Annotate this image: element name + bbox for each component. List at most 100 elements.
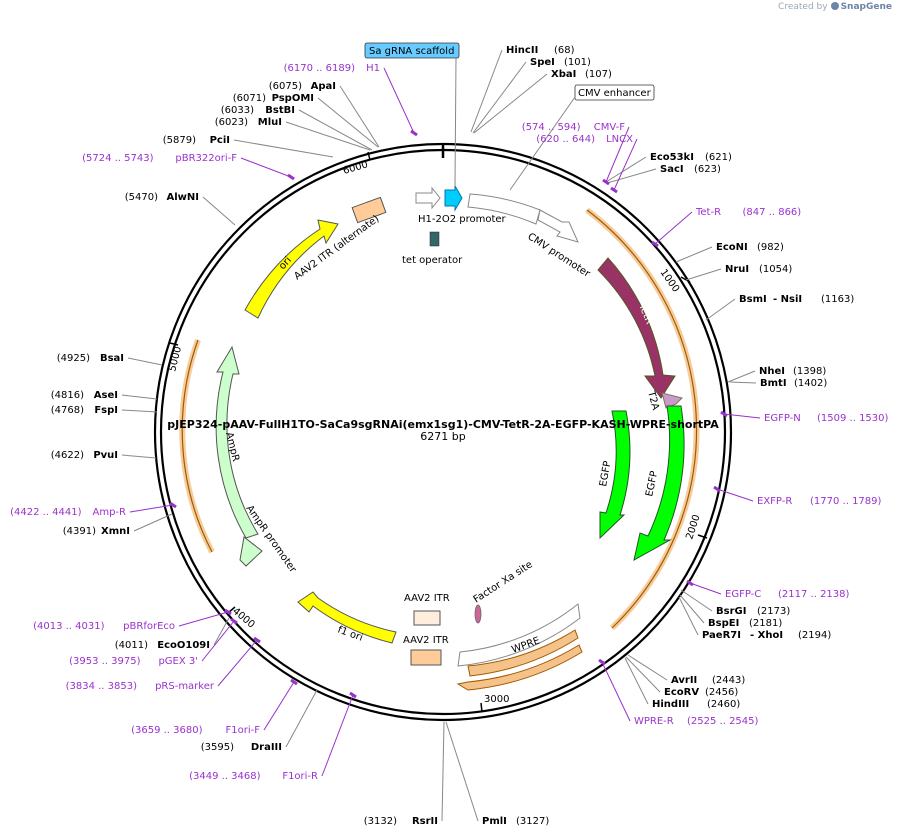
site-position: (982) xyxy=(757,242,784,253)
primer-name: EGFP-C xyxy=(725,589,761,600)
site-ecorv: EcoRV(2456) xyxy=(625,656,738,698)
snapgene-credit: Created by SnapGene xyxy=(778,2,892,12)
credit-prefix: Created by xyxy=(778,2,828,12)
site-position: (4011) xyxy=(115,640,148,651)
site-econi: EcoNI (982) xyxy=(675,242,784,263)
site-fspi: FspI(4768) xyxy=(51,405,158,416)
primer-name: H1 xyxy=(366,63,380,74)
tick-label-5000: 5000 xyxy=(167,345,184,372)
site-position: (3595) xyxy=(201,742,234,753)
feature-sa-gRNA-scaffold-marker xyxy=(444,184,463,212)
primer-name: pRS-marker xyxy=(155,681,215,692)
site-name: PvuI xyxy=(93,450,118,461)
site-position: (1163) xyxy=(821,294,854,305)
site-position: (3132) xyxy=(364,816,397,827)
primer-range: (847 .. 866) xyxy=(743,207,802,218)
site-position: (2181) xyxy=(749,618,782,629)
site-position: (68) xyxy=(554,45,575,56)
feature-h1-2o2-promoter xyxy=(415,186,441,210)
site-name: NruI xyxy=(725,264,749,275)
site-name: HindIII xyxy=(652,699,689,710)
credit-brand: SnapGene xyxy=(840,2,892,12)
feature-wpre-arc-2 xyxy=(456,644,583,691)
feature-tet-operator xyxy=(429,231,440,247)
primer-exfp-r: EXFP-R(1770 .. 1789) xyxy=(713,485,882,507)
primer-name: LNCX xyxy=(606,134,633,145)
feature-ampr-promoter xyxy=(239,536,263,567)
primer-prs-marker: pRS-marker(3834 .. 3853) xyxy=(66,636,261,692)
primer-pbr322ori-f: pBR322ori-F(5724 .. 5743) xyxy=(82,153,295,181)
site-position: (107) xyxy=(585,69,612,80)
feature-egfp-outer xyxy=(633,405,685,561)
tick-label-4000: 4000 xyxy=(230,606,257,631)
site-name: BsaI xyxy=(100,353,124,364)
feature-cmv-enhancer-label: CMV enhancer xyxy=(509,84,655,191)
feature-aav2-itr-alternate xyxy=(351,196,387,224)
feature-tetr xyxy=(597,257,676,399)
site-name: BspEI xyxy=(708,618,739,629)
site-xbai: XbaI (107) xyxy=(473,69,612,134)
primer-range: (4422 .. 4441) xyxy=(10,507,82,518)
site-position: (5470) xyxy=(125,192,158,203)
snapgene-logo-icon xyxy=(830,2,839,10)
site-position: (2194) xyxy=(798,630,831,641)
site-asei: AseI(4816) xyxy=(51,390,158,401)
site-position: (6075) xyxy=(269,81,302,92)
tick-marks xyxy=(169,151,708,713)
primer-tet-r: Tet-R(847 .. 866) xyxy=(651,207,802,248)
primer-range: (1509 .. 1530) xyxy=(817,413,889,424)
site-name: MluI xyxy=(258,117,282,128)
site-position: (2460) xyxy=(707,699,740,710)
site-name-2: - XhoI xyxy=(750,630,783,641)
site-name: BmtI xyxy=(760,378,787,389)
primer-egfp-n: EGFP-N (1509 .. 1530) xyxy=(720,410,889,424)
site-position: (6071) xyxy=(233,93,266,104)
svg-text:CMV enhancer: CMV enhancer xyxy=(578,88,652,99)
site-name: HincII xyxy=(506,45,538,56)
site-name: PspOMI xyxy=(272,93,314,104)
site-bsmi: BsmI- NsiI(1163) xyxy=(705,294,854,321)
highlight-arc-left xyxy=(179,338,215,554)
label-aav2-itr-2: AAV2 ITR xyxy=(403,635,449,646)
site-name: RsrII xyxy=(412,816,438,827)
site-spei: SpeI(101) xyxy=(472,57,591,134)
site-position: (4768) xyxy=(51,405,84,416)
site-name: BsrGI xyxy=(716,606,746,617)
site-hincii: HincII (68) xyxy=(470,45,575,133)
primer-amp-r: Amp-R(4422 .. 4441) xyxy=(10,501,177,518)
site-name: AseI xyxy=(94,390,118,401)
feature-factor-xa-site xyxy=(474,604,482,624)
site-bsai: BsaI(4925) xyxy=(57,353,163,366)
feature-ori xyxy=(244,219,339,319)
primer-name: EXFP-R xyxy=(757,496,792,507)
primer-name: F1ori-F xyxy=(226,725,261,736)
site-ecoo109i: EcoO109I (4011) xyxy=(115,617,230,651)
feature-cmv-enhancer-arrow xyxy=(467,193,541,225)
site-name: EcoNI xyxy=(716,242,748,253)
site-position: (4391) xyxy=(63,526,96,537)
site-position: (4622) xyxy=(51,450,84,461)
site-position: (2456) xyxy=(705,687,738,698)
site-pspomi: PspOMI (6071) xyxy=(233,93,379,148)
tick-label-3000: 3000 xyxy=(484,694,509,705)
site-name: AvrII xyxy=(671,675,697,686)
tick-label-2000: 2000 xyxy=(684,513,702,541)
feature-aav2-itr-1 xyxy=(413,610,441,626)
site-name: SacI xyxy=(660,164,684,175)
primer-range: (2525 .. 2545) xyxy=(687,716,759,727)
label-ampr-promoter: AmpR promoter xyxy=(244,503,299,575)
primer-f1ori-r: F1ori-R(3449 .. 3468) xyxy=(189,691,357,782)
site-position: (5879) xyxy=(163,135,196,146)
primer-name: EGFP-N xyxy=(764,413,801,424)
site-name: XbaI xyxy=(551,69,576,80)
primer-range: (6170 .. 6189) xyxy=(284,63,356,74)
site-name: EcoO109I xyxy=(157,640,210,651)
site-draiii: DraIII(3595) xyxy=(201,689,318,753)
feature-wpre-arc-1 xyxy=(467,629,579,677)
site-pmli: PmlI(3127) xyxy=(445,721,549,827)
site-nrui: NruI(1054) xyxy=(685,264,792,281)
site-avrii: AvrII(2443) xyxy=(627,654,745,686)
primer-f1ori-f: F1ori-F(3659 .. 3680) xyxy=(131,678,298,736)
site-pvui: PvuI (4622) xyxy=(51,450,157,461)
feature-ampr xyxy=(215,345,259,539)
